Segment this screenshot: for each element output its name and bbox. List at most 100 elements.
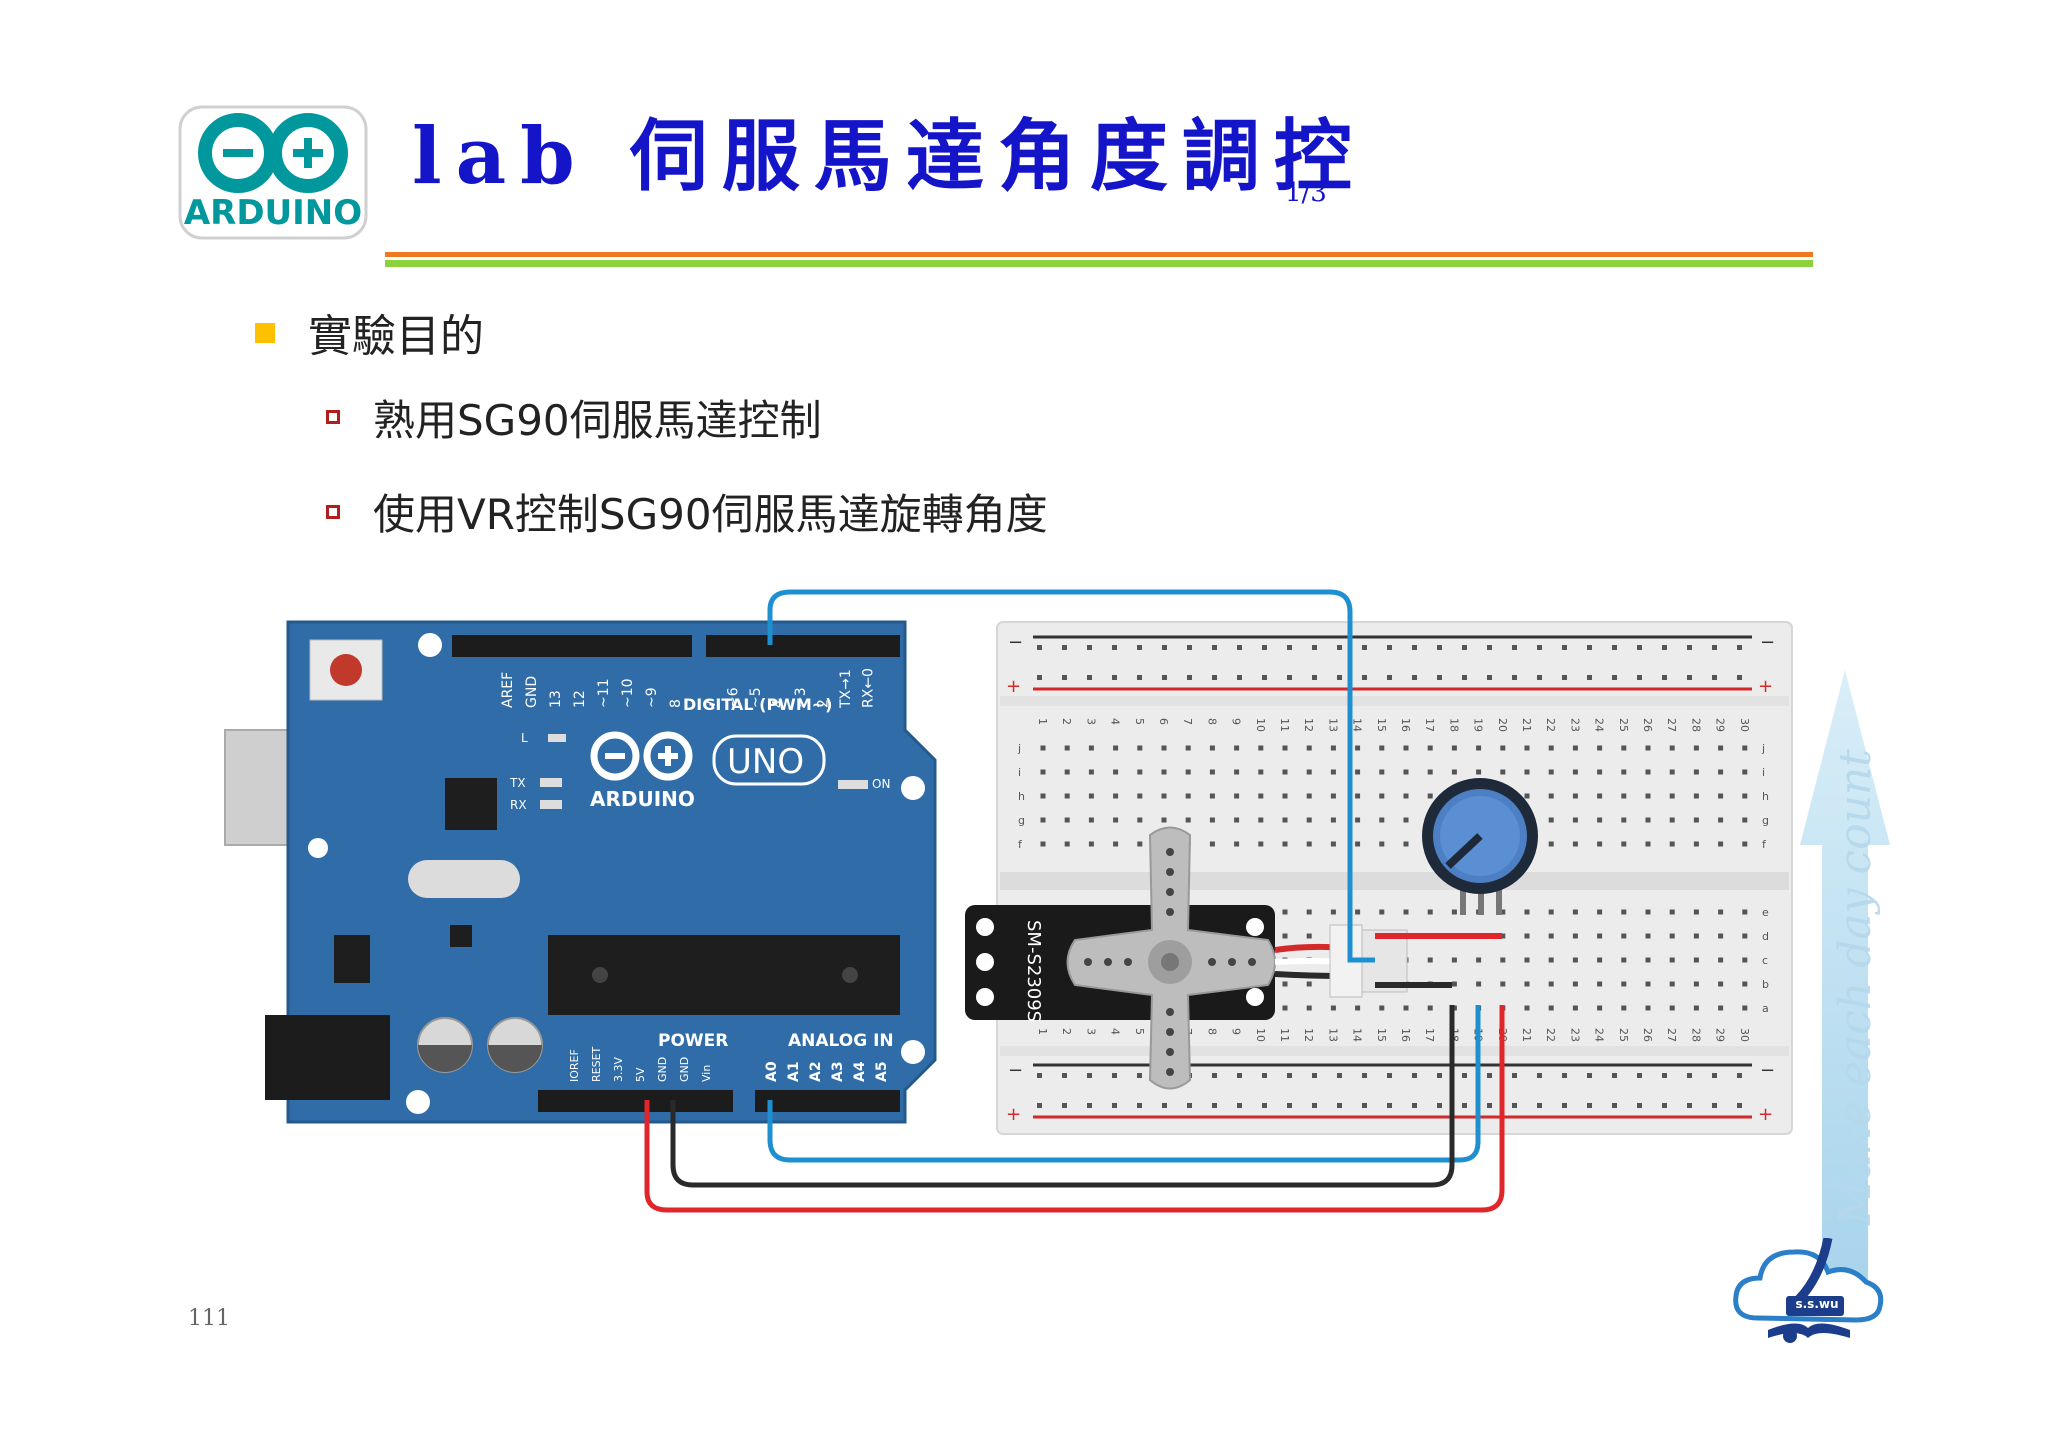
analog-pin-label: A1 <box>786 1061 802 1082</box>
power-pin-label: 3.3V <box>612 1057 625 1082</box>
bb-column-label: 3 <box>1084 1028 1097 1035</box>
bb-column-label: 13 <box>1326 1028 1339 1042</box>
power-pin-label: GND <box>678 1057 691 1082</box>
bb-column-label: 27 <box>1665 1028 1678 1042</box>
wire-5v <box>644 1005 1505 1213</box>
arduino-logo: ARDUINO <box>178 105 368 240</box>
analog-pin-label: A0 <box>764 1061 780 1082</box>
bb-column-label: 16 <box>1399 1028 1412 1042</box>
servo-label: SM-S2309S <box>1023 920 1044 1022</box>
bb-row-label: e <box>1762 906 1769 919</box>
bb-column-label: 13 <box>1326 718 1339 732</box>
bb-column-label: 5 <box>1133 718 1146 725</box>
power-pin-label: GND <box>656 1057 669 1082</box>
rail-plus-label: + <box>1006 676 1021 697</box>
power-pin-label: Vin <box>700 1065 713 1082</box>
digital-pin-label: ~11 <box>596 678 612 708</box>
digital-pin-label: 13 <box>548 690 564 708</box>
rx-led-label: RX <box>510 798 527 812</box>
bb-column-label: 9 <box>1230 718 1243 725</box>
bb-column-label: 29 <box>1714 718 1727 732</box>
usb-chip <box>445 778 497 830</box>
bb-column-label: 24 <box>1593 1028 1606 1042</box>
bb-column-label: 30 <box>1738 1028 1751 1042</box>
sub-bullet-1: 熟用SG90伺服馬達控制 <box>373 396 822 445</box>
bb-column-label: 17 <box>1423 1028 1436 1042</box>
rail-plus-label: + <box>1006 1104 1021 1125</box>
bb-column-label: 1 <box>1036 1028 1049 1035</box>
growth-arrow-icon <box>1800 670 1890 1280</box>
badge-text: s.s.wu <box>1795 1297 1839 1311</box>
wire-signal-d5 <box>767 589 1375 963</box>
digital-pin-label: ~5 <box>748 687 764 708</box>
bb-column-label: 2 <box>1060 1028 1073 1035</box>
l-led-label: L <box>521 731 528 745</box>
power-pin-label: IOREF <box>568 1049 581 1082</box>
bb-column-label: 11 <box>1278 1028 1291 1042</box>
bb-column-label: 20 <box>1496 718 1509 732</box>
rail-minus-label: − <box>1008 632 1023 653</box>
bb-row-label: f <box>1762 838 1767 851</box>
digital-pin-label: ~3 <box>793 687 809 708</box>
bb-column-label: 6 <box>1157 718 1170 725</box>
digital-pin-label: ~9 <box>644 687 660 708</box>
analog-pin-label: A5 <box>874 1061 890 1082</box>
bb-column-label: 5 <box>1133 1028 1146 1035</box>
bb-column-label: 24 <box>1593 718 1606 732</box>
digital-pin-label: RX←0 <box>861 668 877 708</box>
ss-wu-badge: s.s.wu <box>1728 1237 1888 1348</box>
rail-plus-label: + <box>1758 1104 1773 1125</box>
crystal <box>408 860 520 898</box>
digital-pin-label: GND <box>524 676 540 708</box>
rail-minus-label: − <box>1008 1060 1023 1081</box>
bb-column-label: 22 <box>1544 718 1557 732</box>
bb-column-label: 3 <box>1084 718 1097 725</box>
bb-column-label: 8 <box>1205 718 1218 725</box>
bb-column-label: 30 <box>1738 718 1751 732</box>
bb-column-label: 25 <box>1617 1028 1630 1042</box>
tx-led-label: TX <box>509 776 526 790</box>
digital-header-right <box>706 635 900 657</box>
digital-pin-label: 4 <box>771 699 787 708</box>
digital-pin-label: 2 <box>816 699 832 708</box>
page-number: 111 <box>188 1306 230 1331</box>
bb-row-label: a <box>1762 1002 1769 1015</box>
bb-column-label: 8 <box>1205 1028 1218 1035</box>
wire-gnd <box>670 1005 1455 1188</box>
bb-column-label: 12 <box>1302 718 1315 732</box>
digital-pin-label: TX→1 <box>838 669 854 709</box>
slide-title: lab 伺服馬達角度調控 <box>412 111 1366 202</box>
bb-column-label: 19 <box>1472 718 1485 732</box>
bb-column-label: 27 <box>1665 718 1678 732</box>
slide-part-indicator: 1/3 <box>1285 178 1327 208</box>
sub-bullet-icon <box>326 505 340 519</box>
bb-column-label: 9 <box>1230 1028 1243 1035</box>
bb-row-label: h <box>1762 790 1769 803</box>
bb-column-label: 2 <box>1060 718 1073 725</box>
analog-pin-label: A4 <box>852 1061 868 1082</box>
on-label: ON <box>872 777 890 791</box>
power-pin-label: RESET <box>590 1046 603 1082</box>
bb-row-label: f <box>1018 838 1023 851</box>
digital-pin-label: 8 <box>668 699 684 708</box>
digital-pin-label: ~10 <box>620 678 636 708</box>
power-pin-label: 5V <box>634 1067 647 1082</box>
digital-pin-label: 12 <box>572 690 588 708</box>
bb-row-label: i <box>1762 766 1765 779</box>
bb-column-label: 17 <box>1423 718 1436 732</box>
bb-row-label: g <box>1018 814 1025 827</box>
bb-column-label: 28 <box>1689 1028 1702 1042</box>
bb-row-label: b <box>1762 978 1769 991</box>
power-header <box>538 1090 733 1112</box>
bullet-heading: 實驗目的 <box>308 311 484 362</box>
bb-row-label: d <box>1762 930 1769 943</box>
analog-in-label: ANALOG IN <box>788 1031 894 1051</box>
arduino-logo-text: ARDUINO <box>183 193 363 233</box>
bb-column-label: 21 <box>1520 718 1533 732</box>
bb-column-label: 23 <box>1568 718 1581 732</box>
bb-row-label: c <box>1762 954 1768 967</box>
power-jack <box>265 1015 390 1100</box>
bb-column-label: 26 <box>1641 718 1654 732</box>
power-label: POWER <box>658 1031 728 1051</box>
